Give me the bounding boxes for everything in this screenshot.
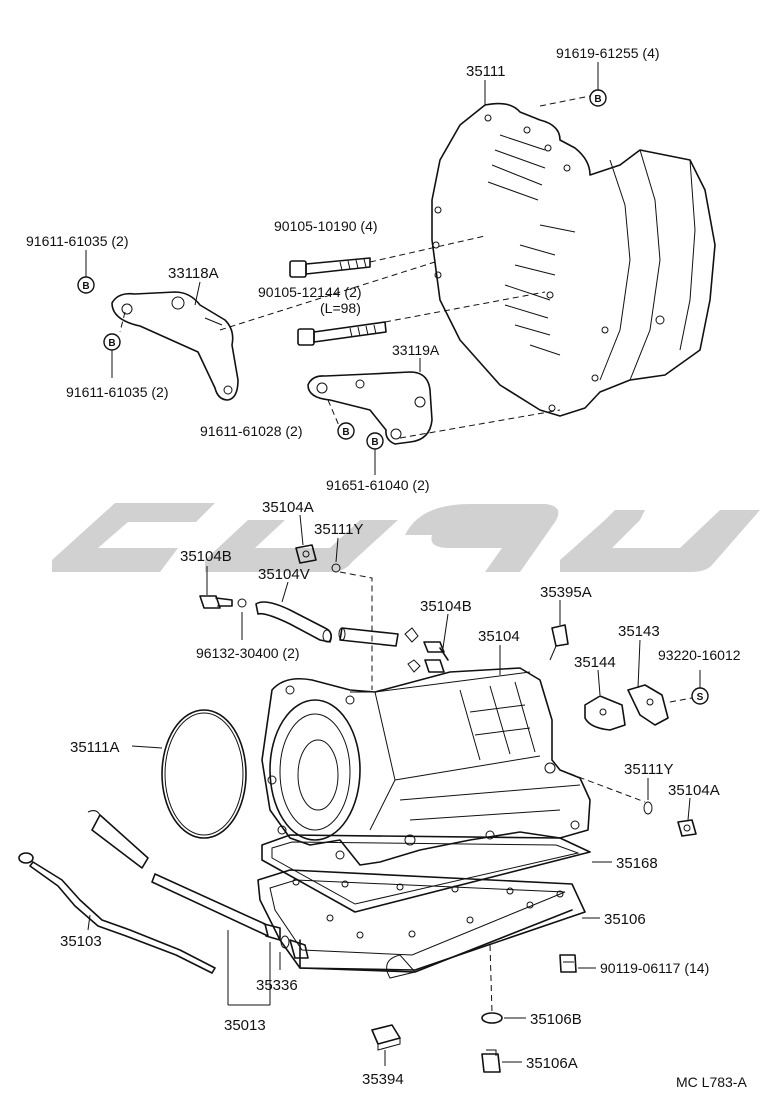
bracket-33119A (307, 371, 433, 445)
plug-35104A-right (677, 797, 697, 837)
badge-b-91611-61028: B (337, 422, 355, 440)
gasket-35168 (261, 834, 612, 913)
bolt-90105-12144 (297, 321, 387, 346)
bracket-35143 (627, 639, 669, 726)
label-96132-30400: 96132-30400 (2) (196, 645, 300, 661)
label-93220-16012: 93220-16012 (658, 647, 741, 663)
svg-text:B: B (82, 281, 89, 292)
filter-35394 (371, 1024, 401, 1066)
label-35106: 35106 (604, 911, 646, 928)
svg-text:B: B (342, 427, 349, 438)
gasket-35106B (481, 1012, 526, 1024)
bracket-35144 (584, 669, 626, 731)
badge-b-91611-bot: B (103, 333, 121, 378)
label-91611-61028: 91611-61028 (2) (200, 423, 302, 439)
svg-text:B: B (371, 437, 378, 448)
label-35111: 35111 (466, 63, 506, 80)
bolt-90119-06117 (559, 954, 596, 973)
svg-text:S: S (697, 692, 704, 703)
hose-short (338, 627, 399, 647)
dipstick-35103 (18, 852, 216, 974)
bolt-90105-10190 (289, 257, 371, 278)
fitting-35104B-mid (423, 613, 449, 673)
label-35106A: 35106A (526, 1055, 578, 1072)
oring-35111A (131, 709, 247, 839)
label-91611-61035-bot: 91611-61035 (2) (66, 384, 168, 400)
label-reference-code: MC L783-A (676, 1074, 747, 1090)
label-35168: 35168 (616, 855, 658, 872)
label-35104B-left: 35104B (180, 548, 232, 565)
label-91611-61035-top: 91611-61035 (2) (26, 233, 128, 249)
oil-pan-35106 (257, 869, 600, 979)
bracket-33118A (111, 291, 239, 401)
label-L98: (L=98) (320, 300, 361, 316)
label-35336: 35336 (256, 977, 298, 994)
label-90105-12144: 90105-12144 (2) (258, 284, 362, 300)
fitting-35104B-left (199, 566, 247, 640)
transmission-body-35104 (261, 645, 591, 866)
label-35103: 35103 (60, 933, 102, 950)
label-35395A: 35395A (540, 584, 592, 601)
badge-b-91651: B (366, 432, 384, 475)
label-35106B: 35106B (530, 1011, 582, 1028)
dipstick-tube-35013 (87, 810, 281, 1006)
label-35104A-top: 35104A (262, 499, 314, 516)
label-35104: 35104 (478, 628, 520, 645)
label-33118A: 33118A (168, 265, 219, 282)
label-90119-06117: 90119-06117 (14) (600, 960, 709, 976)
label-91651-61040: 91651-61040 (2) (326, 477, 430, 493)
badge-b-91611-top: B (77, 250, 95, 294)
label-33119A: 33119A (392, 342, 440, 358)
label-35143: 35143 (618, 623, 660, 640)
label-35013: 35013 (224, 1017, 266, 1034)
watermark-logo (52, 503, 760, 572)
oring-35336 (279, 935, 309, 970)
label-35104A-right: 35104A (668, 782, 720, 799)
svg-text:B: B (108, 338, 115, 349)
label-35104V: 35104V (258, 566, 310, 583)
clamps-pair (404, 627, 421, 673)
hose-35104V (255, 581, 332, 643)
labels: 91619-61255 (4) 35111 90105-10190 (4) 91… (26, 45, 747, 1090)
label-91619-61255: 91619-61255 (4) (556, 45, 660, 61)
label-35111Y-top: 35111Y (314, 521, 364, 538)
badge-s-93220: S (669, 670, 709, 705)
label-35111Y-right: 35111Y (624, 761, 674, 778)
svg-text:B: B (594, 94, 601, 105)
label-35394: 35394 (362, 1071, 404, 1088)
plug-35104A-top (295, 514, 317, 564)
label-35104B-mid: 35104B (420, 598, 472, 615)
transmission-case-35111 (431, 102, 716, 417)
label-35111A: 35111A (70, 739, 120, 756)
sensor-35395A (549, 600, 569, 661)
label-90105-10190: 90105-10190 (4) (274, 218, 378, 234)
badge-b-91619: B (589, 62, 607, 107)
label-35144: 35144 (574, 654, 616, 671)
oring-35111Y-top (331, 537, 373, 690)
oring-35111Y-right (559, 769, 653, 815)
drain-plug-35106A (481, 1049, 522, 1073)
